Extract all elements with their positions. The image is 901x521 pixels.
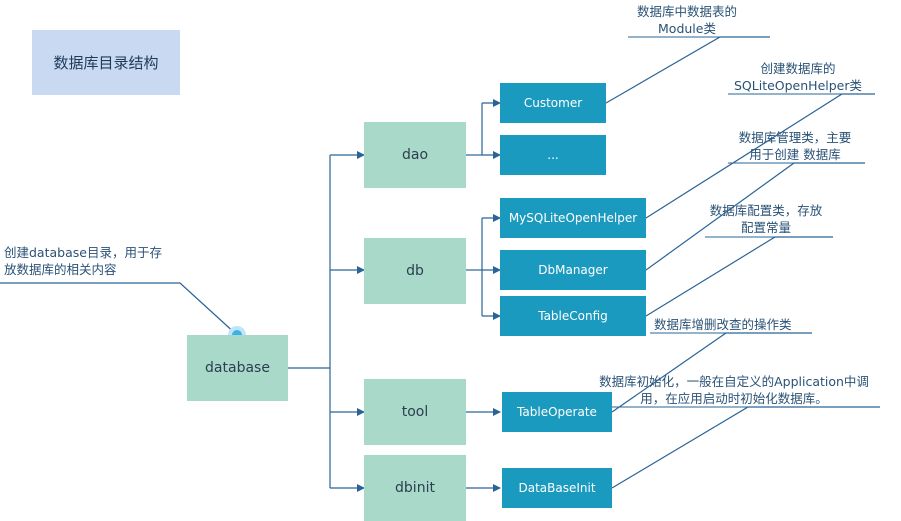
note-customer-line2: Module类 [658,21,716,36]
note-helper: 创建数据库的 SQLiteOpenHelper类 [728,60,868,94]
node-tableconfig-label: TableConfig [538,309,608,323]
node-databaseinit[interactable]: DataBaseInit [502,468,612,508]
note-root-line2: 放数据库的相关内容 [4,262,117,277]
note-root: 创建database目录，用于存 放数据库的相关内容 [4,244,162,278]
note-customer: 数据库中数据表的 Module类 [628,3,746,37]
node-database[interactable]: database [187,335,288,401]
note-helper-line2: SQLiteOpenHelper类 [733,78,862,93]
node-tableoperate-label: TableOperate [517,405,597,419]
node-db-label: db [406,263,424,279]
node-dbmanager[interactable]: DbManager [500,250,646,290]
note-tableconfig: 数据库配置类，存放 配置常量 [700,202,832,236]
note-dbmanager: 数据库管理类，主要 用于创建 数据库 [728,129,862,163]
diagram-title: 数据库目录结构 [32,30,180,95]
note-tableconfig-line2: 配置常量 [740,220,791,235]
note-tableoperate: 数据库增删改查的操作类 [654,316,792,333]
note-tableoperate-line1: 数据库增删改查的操作类 [654,317,792,332]
node-mysqliteopenhelper-label: MySQLiteOpenHelper [508,211,638,225]
node-ellipsis[interactable]: ... [500,135,606,175]
node-dbinit[interactable]: dbinit [364,455,466,521]
note-root-line1: 创建database目录，用于存 [4,245,162,260]
node-customer[interactable]: Customer [500,83,606,123]
note-helper-line1: 创建数据库的 [760,61,836,76]
node-dbmanager-label: DbManager [538,263,608,277]
node-database-label: database [205,360,270,376]
node-dbinit-label: dbinit [395,480,435,496]
callout-root [0,282,238,336]
callout-dbinit [611,406,880,489]
node-ellipsis-label: ... [547,148,559,162]
node-mysqliteopenhelper[interactable]: MySQLiteOpenHelper [500,198,646,238]
callout-tableconfig [645,236,833,317]
node-customer-label: Customer [523,96,583,110]
node-dao[interactable]: dao [364,122,466,188]
note-dbmanager-line1: 数据库管理类，主要 [738,130,852,145]
note-customer-line1: 数据库中数据表的 [636,4,737,19]
node-databaseinit-label: DataBaseInit [518,481,596,495]
node-dao-label: dao [401,147,429,163]
diagram-title-text: 数据库目录结构 [53,54,159,72]
node-tableoperate[interactable]: TableOperate [502,392,612,432]
note-dbinit-line2: 用，在应用启动时初始化数据库。 [640,391,828,406]
node-tableconfig[interactable]: TableConfig [500,296,646,336]
note-dbinit: 数据库初始化，一般在自定义的Application中调 用，在应用启动时初始化数… [586,373,882,407]
note-dbinit-line1: 数据库初始化，一般在自定义的Application中调 [599,374,869,389]
node-tool-label: tool [401,404,429,420]
node-db[interactable]: db [364,238,466,304]
note-tableconfig-line1: 数据库配置类，存放 [709,203,823,218]
note-dbmanager-line2: 用于创建 数据库 [749,147,841,162]
node-tool[interactable]: tool [364,379,466,445]
